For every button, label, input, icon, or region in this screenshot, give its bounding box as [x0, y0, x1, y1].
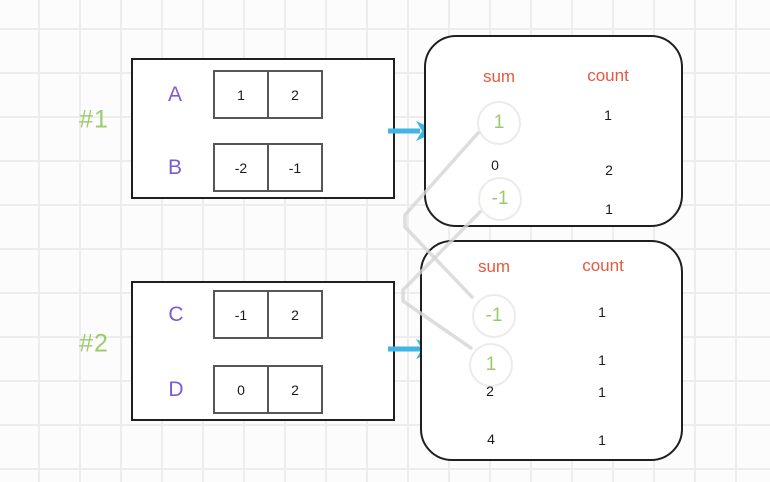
count-header: count [587, 66, 629, 85]
array-b-label: B [167, 156, 183, 179]
count-value: 1 [605, 201, 613, 217]
array-d-label: D [168, 378, 184, 401]
sum-value-highlighted: 1 [469, 343, 513, 387]
count-value: 1 [598, 304, 606, 320]
sum-header: sum [477, 257, 511, 276]
array-a-label: A [167, 83, 183, 106]
group-1-label: #1 [79, 105, 109, 134]
array-cell: 0 [237, 381, 245, 398]
array-cell: 2 [267, 367, 321, 412]
group-2-label: #2 [79, 329, 109, 358]
array-cell: 2 [267, 72, 321, 117]
array-d-cells: 0 2 [213, 365, 323, 414]
array-a-cells: 1 2 [213, 70, 323, 119]
sum-table-1: sum count 1 1 0 2 -1 1 [424, 35, 683, 227]
array-cell: 1 [237, 86, 245, 103]
count-value: 1 [598, 432, 606, 448]
sum-value-highlighted: 1 [477, 101, 521, 145]
count-value: 1 [598, 352, 606, 368]
array-box-2: C -1 2 D 0 2 [131, 281, 395, 421]
count-header: count [582, 256, 624, 275]
sum-value-highlighted: -1 [478, 177, 522, 221]
array-c-cells: -1 2 [213, 290, 323, 339]
array-cell: -1 [234, 306, 248, 323]
count-value: 2 [605, 162, 613, 178]
array-b-cells: -2 -1 [213, 143, 323, 192]
sum-value-highlighted: -1 [472, 294, 516, 338]
array-cell: -2 [234, 159, 248, 176]
count-value: 1 [598, 384, 606, 400]
array-box-1: A 1 2 B -2 -1 [131, 58, 395, 199]
sum-table-2: sum count -1 1 1 1 2 1 4 1 [420, 240, 683, 461]
array-cell: 2 [267, 292, 321, 337]
sum-value: 2 [486, 383, 494, 399]
sum-value: 4 [487, 431, 495, 447]
count-value: 1 [604, 107, 612, 123]
array-cell: -1 [267, 145, 321, 190]
sum-value: 0 [491, 157, 499, 173]
sum-header: sum [482, 67, 516, 86]
array-c-label: C [168, 303, 184, 326]
